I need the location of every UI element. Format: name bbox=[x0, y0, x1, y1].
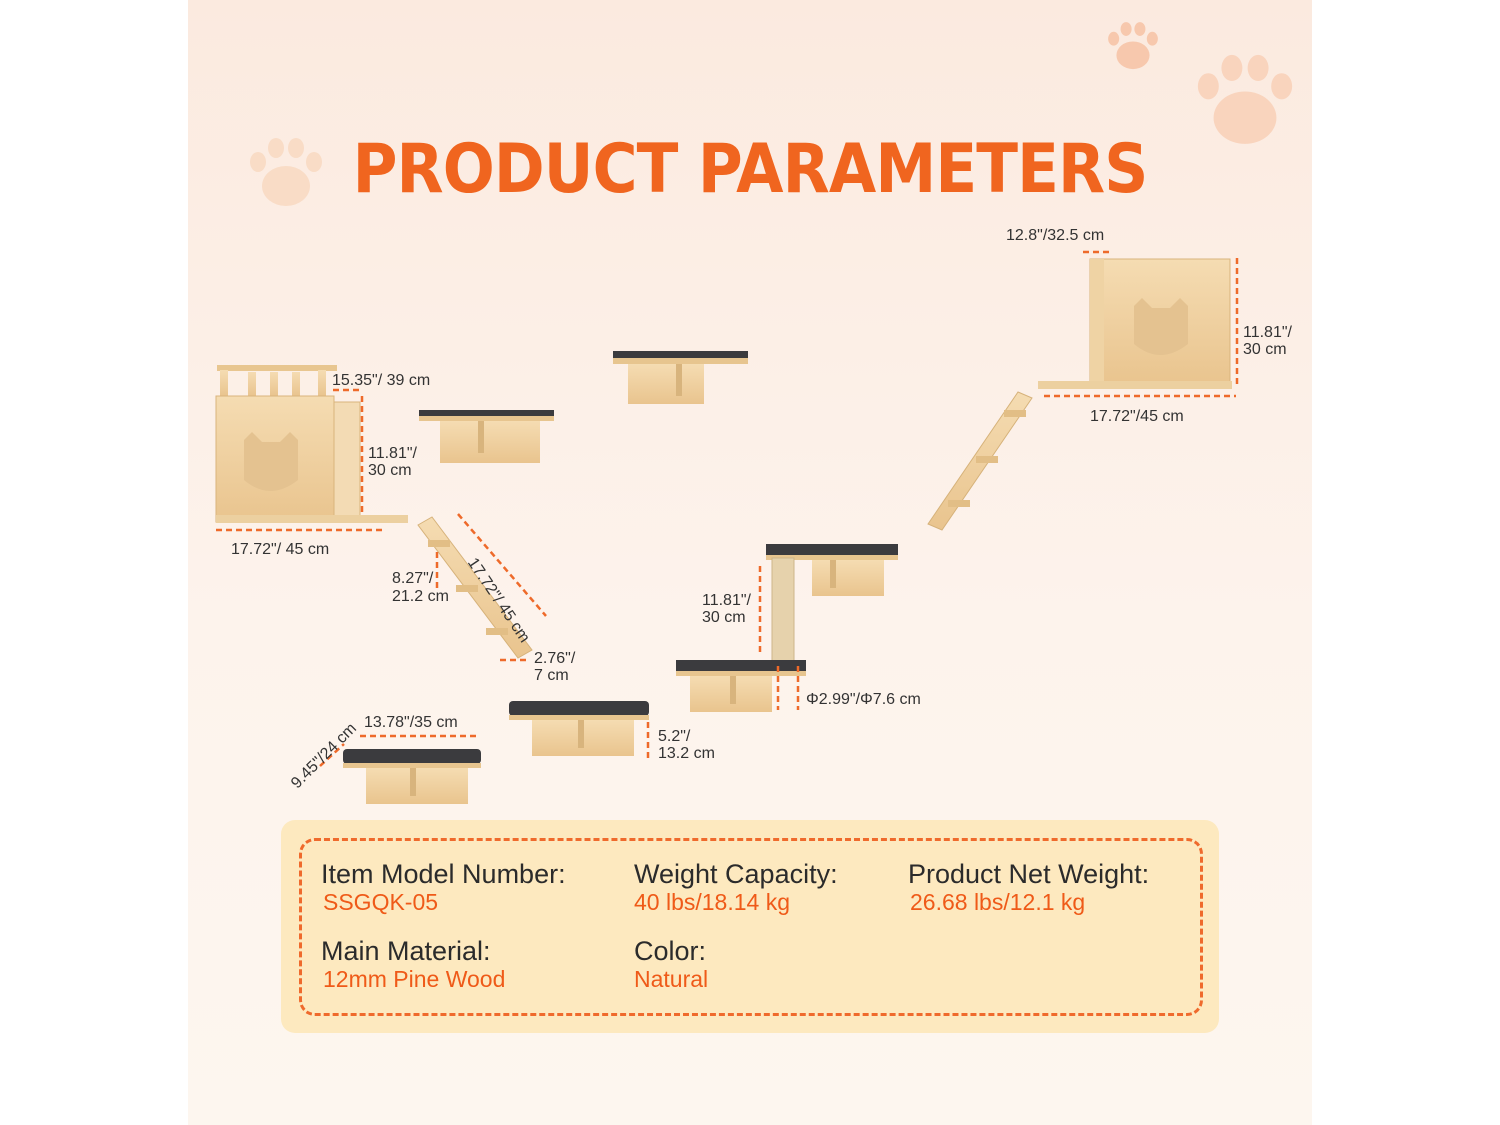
post-height-label: 30 cm bbox=[702, 609, 746, 626]
post-diameter-label: Φ2.99"/Φ7.6 cm bbox=[806, 691, 921, 708]
model-number-label: Item Model Number: bbox=[321, 859, 566, 889]
house-right-height-label: 11.81"/ bbox=[1243, 324, 1292, 341]
weight-capacity-value: 40 lbs/18.14 kg bbox=[634, 889, 791, 915]
wall-step bbox=[343, 749, 481, 804]
net-weight-value: 26.68 lbs/12.1 kg bbox=[910, 889, 1086, 915]
house-right-height-label: 30 cm bbox=[1243, 341, 1287, 358]
wall-shelf bbox=[613, 351, 748, 404]
step-height-label: 13.2 cm bbox=[658, 745, 715, 762]
house-left-width-label: 17.72"/ 45 cm bbox=[231, 541, 330, 558]
house-right-depth-label: 12.8"/32.5 cm bbox=[1006, 227, 1105, 244]
ladder-width-label: 2.76"/ bbox=[534, 650, 576, 667]
main-material-value: 12mm Pine Wood bbox=[323, 966, 506, 992]
weight-capacity-label: Weight Capacity: bbox=[634, 859, 838, 889]
paw-print-icon bbox=[1197, 54, 1293, 144]
house-left-height-label: 11.81"/ bbox=[368, 445, 417, 462]
post-height-label: 11.81"/ bbox=[702, 592, 751, 609]
cat-house-left bbox=[215, 365, 408, 523]
ladder-width-label: 7 cm bbox=[534, 667, 569, 684]
color-value: Natural bbox=[634, 966, 709, 992]
page-title: PRODUCT PARAMETERS bbox=[352, 130, 1149, 209]
step-width-label: 13.78"/35 cm bbox=[364, 714, 458, 731]
ladder-left bbox=[417, 516, 533, 659]
net-weight-label: Product Net Weight: bbox=[908, 859, 1150, 889]
house-left-height-label: 30 cm bbox=[368, 462, 412, 479]
house-right-width-label: 17.72"/45 cm bbox=[1090, 408, 1184, 425]
paw-print-icon bbox=[1108, 22, 1158, 70]
scratching-post-unit bbox=[676, 544, 898, 712]
wall-shelf bbox=[419, 410, 554, 463]
ladder-right bbox=[927, 391, 1033, 531]
spec-panel-border bbox=[299, 838, 1203, 1016]
house-left-depth-label: 15.35"/ 39 cm bbox=[332, 372, 431, 389]
color-label: Color: bbox=[634, 936, 707, 966]
ladder-step-label: 8.27"/ bbox=[392, 570, 434, 587]
dimension-lines bbox=[216, 250, 1239, 767]
model-number-value: SSGQK-05 bbox=[323, 889, 439, 915]
step-height-label: 5.2"/ bbox=[658, 728, 691, 745]
cat-house-right bbox=[1038, 258, 1232, 389]
ladder-step-label: 21.2 cm bbox=[392, 588, 449, 605]
paw-print-icon bbox=[250, 138, 322, 206]
spec-panel bbox=[281, 820, 1219, 1033]
wall-step bbox=[509, 701, 649, 756]
main-material-label: Main Material: bbox=[321, 936, 491, 966]
